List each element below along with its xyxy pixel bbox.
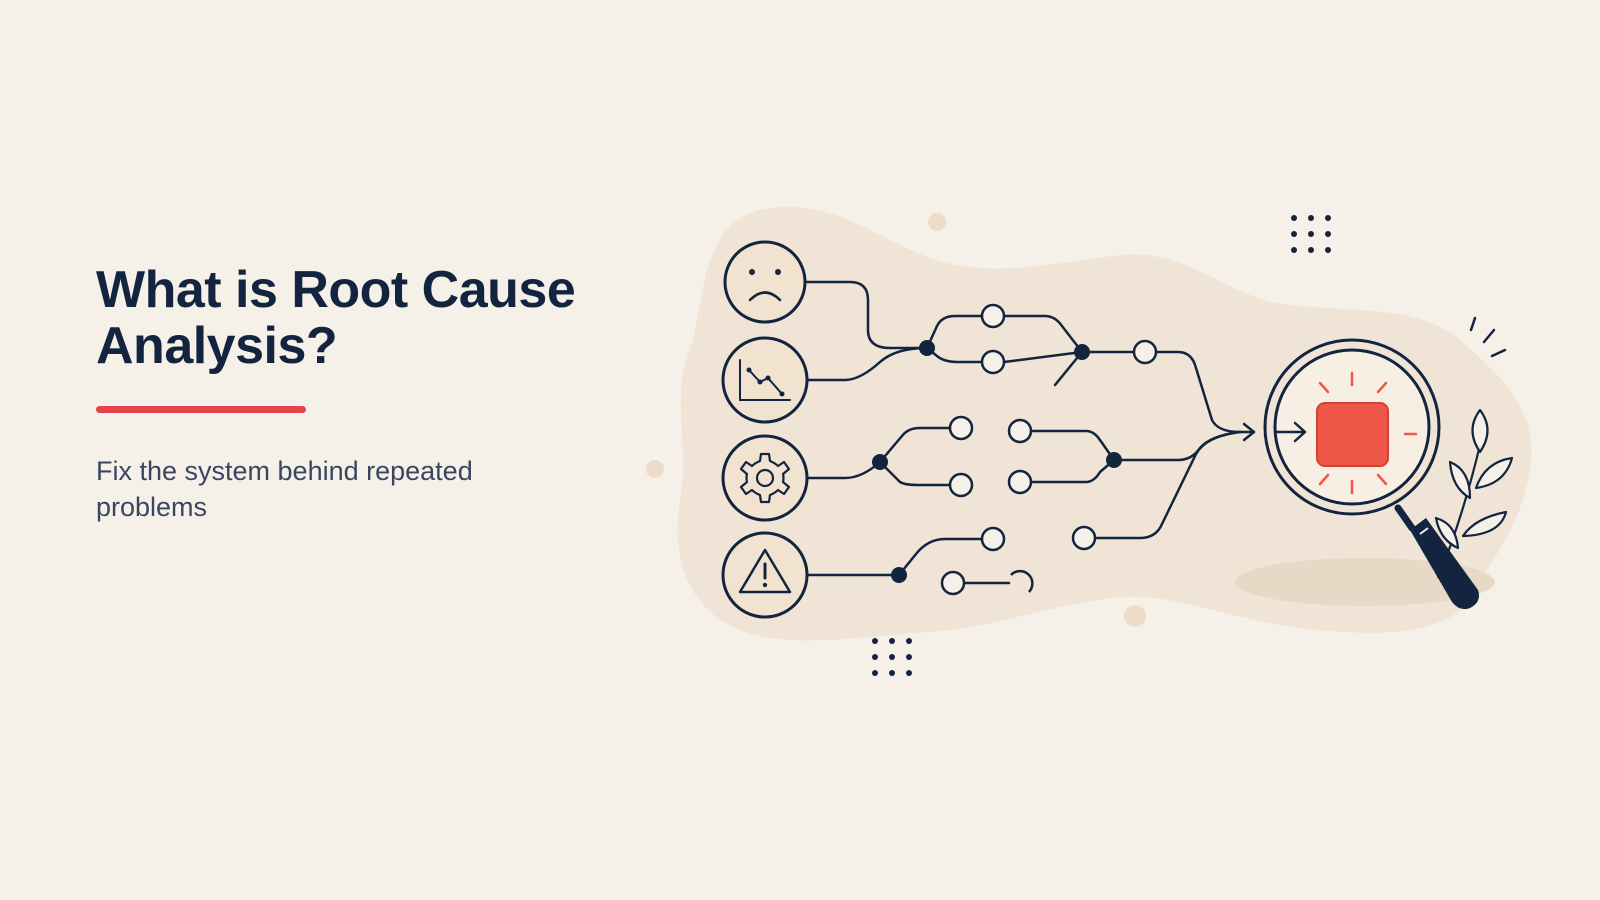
- connection-lines: [804, 280, 1256, 585]
- accent-underline: [96, 406, 306, 413]
- page-title: What is Root Cause Analysis?: [96, 261, 576, 375]
- page-subtitle: Fix the system behind repeated problems: [96, 456, 473, 522]
- text-block: What is Root Cause Analysis? Fix the sys…: [96, 262, 636, 525]
- declining-chart-icon: [721, 336, 809, 424]
- diagram-svg: [646, 206, 1532, 676]
- shadow-blob: [1235, 558, 1495, 606]
- root-cause-illustration: [640, 190, 1560, 710]
- open-node: [1010, 569, 1034, 593]
- sad-face-icon: [723, 240, 807, 324]
- decor-dot: [646, 460, 664, 478]
- spark-lines: [1469, 316, 1507, 358]
- decor-dot: [928, 213, 946, 231]
- gear-icon: [721, 434, 809, 522]
- warning-icon: [721, 531, 809, 619]
- background-blob: [677, 206, 1532, 641]
- dot-grid-bottom: [872, 638, 912, 676]
- dot-grid-top: [1291, 215, 1331, 253]
- process-nodes: [940, 303, 1158, 596]
- red-block-icon: [1316, 371, 1418, 495]
- junction-dots: [872, 340, 1122, 583]
- decor-dot: [1124, 605, 1146, 627]
